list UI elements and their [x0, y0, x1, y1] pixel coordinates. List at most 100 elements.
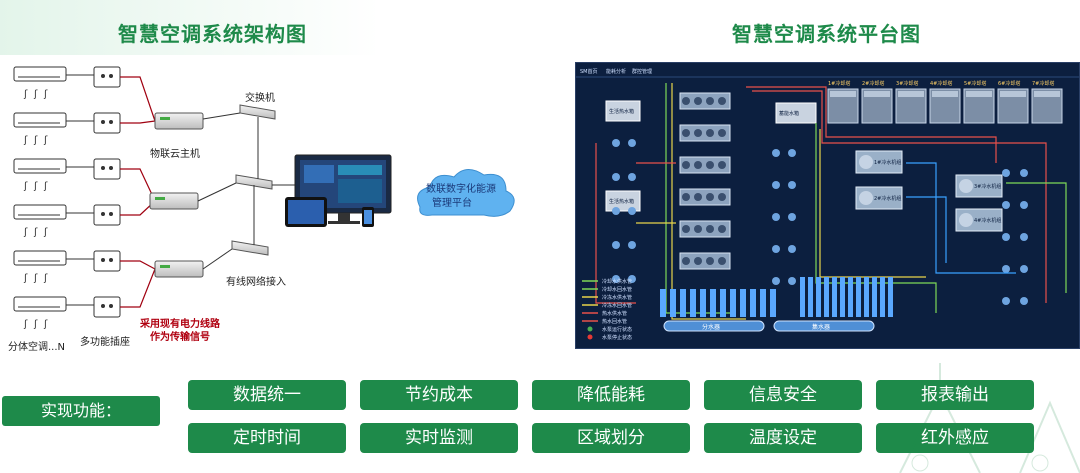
pipe: [752, 90, 1047, 303]
host-device: [149, 192, 199, 210]
heat-pump-icon: [679, 188, 731, 206]
pump-bank-icon: [872, 277, 877, 317]
collector-group: 分水器 集水器: [660, 277, 893, 332]
pump-icon: [1020, 201, 1028, 209]
switch-label: 交换机: [245, 91, 275, 104]
socket-icon: [93, 250, 121, 272]
powerline: [120, 268, 156, 308]
socket-icon: [93, 158, 121, 180]
pump-bank-icon: [888, 277, 893, 317]
collector-label: 分水器: [702, 323, 720, 331]
ac-unit-icon: [13, 66, 67, 82]
pump-icon: [628, 241, 636, 249]
ac-unit-icon: [13, 158, 67, 174]
heat-pump-icon: [679, 156, 731, 174]
pump-icon: [788, 181, 796, 189]
function-badge: 报表输出: [876, 380, 1034, 410]
switch-device: [231, 240, 269, 256]
switch-device: [239, 104, 276, 120]
airflow-icon: ʃ: [23, 227, 28, 238]
pipe: [746, 86, 997, 163]
airflow-icon: ʃ: [33, 89, 38, 100]
airflow-icon: ʃ: [23, 89, 28, 100]
pump-bank-icon: [760, 289, 766, 317]
chiller-unit-label: 2#冷水机组: [874, 195, 901, 202]
pump-bank-icon: [808, 277, 813, 317]
wired-access-label: 有线网络接入: [226, 275, 286, 288]
pump-bank-icon: [700, 289, 706, 317]
pump-icon: [1002, 265, 1010, 273]
socket-icon: [93, 204, 121, 226]
pump-icon: [612, 139, 620, 147]
cloud-icon: [417, 169, 515, 217]
tower-label: 4#冷却塔: [930, 80, 952, 87]
tablet-icon: [285, 197, 327, 227]
pump-icon: [628, 139, 636, 147]
pump-icon: [628, 275, 636, 283]
title-glow: [0, 0, 380, 55]
pump-icon: [772, 213, 780, 221]
powerline: [120, 76, 156, 122]
pump-icon: [1020, 265, 1028, 273]
airflow-icon: ʃ: [23, 135, 28, 146]
ac-unit-icon: [13, 112, 67, 128]
pump-icon: [612, 207, 620, 215]
tower-label: 3#冷却塔: [896, 80, 918, 87]
legend-label: 冷冻水供水管: [602, 294, 632, 301]
platform-tab-bar: SM首页能耗分析群控管理: [576, 68, 1079, 78]
legend-label: 水泵停止状态: [602, 334, 632, 341]
host-device: [154, 112, 204, 130]
function-badge: 节约成本: [360, 380, 518, 410]
ac-unit-icon: [13, 250, 67, 266]
pump-bank-icon: [740, 289, 746, 317]
airflow-icon: ʃ: [33, 135, 38, 146]
pipe: [906, 162, 1016, 274]
airflow-icon: ʃ: [43, 227, 48, 238]
pump-icon: [628, 207, 636, 215]
pipe: [906, 196, 947, 263]
host-device: [154, 260, 204, 278]
pipe-legend: 冷却水供水管冷却水回水管冷冻水供水管冷冻水回水管热水供水管热水回水管水泵运行状态…: [582, 278, 632, 341]
pipe: [595, 143, 636, 304]
pump-icon: [1002, 201, 1010, 209]
pump-bank-icon: [720, 289, 726, 317]
functions-label: 实现功能：: [2, 396, 160, 426]
powerline: [120, 168, 156, 202]
switch-device: [235, 174, 273, 190]
pump-icon: [1002, 233, 1010, 241]
pump-icon: [1020, 297, 1028, 305]
socket-icon: [93, 66, 121, 88]
host-label: 物联云主机: [150, 147, 200, 160]
pump-icon: [612, 241, 620, 249]
legend-label: 热水回水管: [602, 318, 627, 325]
legend-label: 冷却水回水管: [602, 286, 632, 293]
function-badge: 区域划分: [532, 423, 690, 453]
platform-tab: 能耗分析: [606, 68, 626, 75]
pump-bank-icon: [660, 289, 666, 317]
platform-title: 智慧空调系统平台图: [732, 22, 921, 46]
pump-bank-icon: [770, 289, 776, 317]
airflow-icon: ʃ: [33, 181, 38, 192]
airflow-icon: ʃ: [43, 135, 48, 146]
collector-icon: [663, 320, 765, 332]
tower-label: 6#冷却塔: [998, 80, 1020, 87]
ac-unit-label: 分体空调...N: [8, 340, 65, 353]
function-badge: 降低能耗: [532, 380, 690, 410]
airflow-icon: ʃ: [43, 319, 48, 330]
function-badge: 数据统一: [188, 380, 346, 410]
heat-pump-icon: [679, 220, 731, 238]
cloud-label-line1: 数联数字化能源: [426, 182, 496, 195]
function-badge: 信息安全: [704, 380, 862, 410]
tower-label: 5#冷却塔: [964, 80, 986, 87]
pump-bank-icon: [680, 289, 686, 317]
powerline-note-line2: 作为传输信号: [150, 330, 210, 343]
pump-bank-icon: [800, 277, 805, 317]
water-tank-icon: [605, 100, 641, 122]
collector-label: 集水器: [812, 323, 830, 331]
powerline: [120, 120, 156, 124]
pump-bank-icon: [880, 277, 885, 317]
airflow-icon: ʃ: [43, 89, 48, 100]
pipe: [1006, 182, 1067, 293]
